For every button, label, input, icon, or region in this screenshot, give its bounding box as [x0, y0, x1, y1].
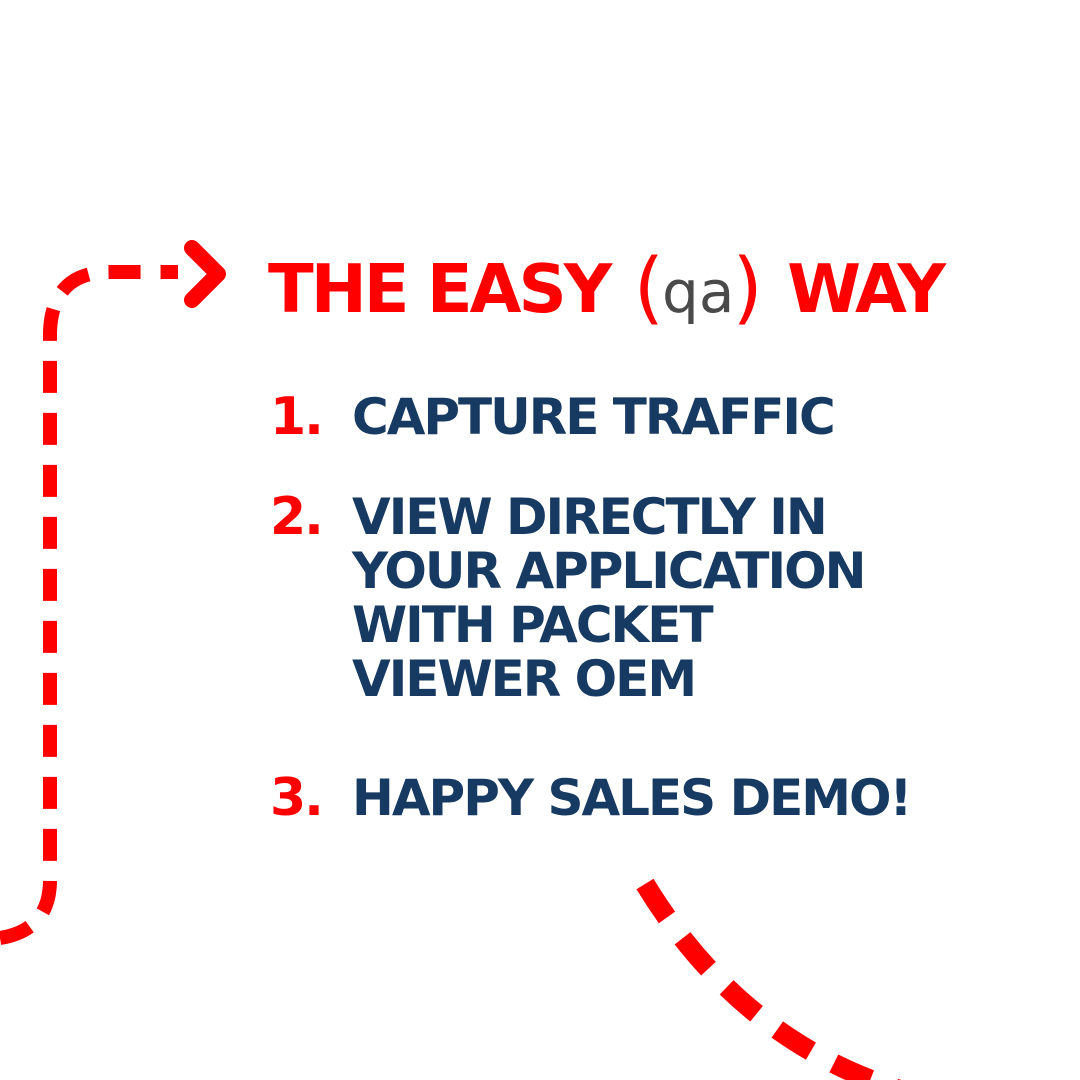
logo-close-paren: ) — [732, 243, 763, 333]
logo-text: qa — [662, 258, 735, 326]
page-title: THE EASY (qa) WAY — [268, 246, 946, 334]
title-prefix: THE EASY — [268, 250, 612, 328]
dashed-flow-line — [0, 265, 178, 945]
step-text: VIEW DIRECTLY IN YOUR APPLICATION WITH P… — [352, 488, 866, 708]
qa-logo: (qa) — [634, 246, 763, 334]
step-text: CAPTURE TRAFFIC — [352, 388, 836, 446]
step-text: HAPPY SALES DEMO! — [352, 769, 912, 827]
step-number: 3. — [270, 768, 324, 828]
title-suffix: WAY — [787, 250, 946, 328]
step-number: 2. — [270, 487, 324, 547]
arrow-right-icon — [184, 240, 226, 308]
dashed-curve — [636, 878, 902, 1080]
step-number: 1. — [270, 387, 324, 447]
logo-open-paren: ( — [633, 243, 665, 333]
